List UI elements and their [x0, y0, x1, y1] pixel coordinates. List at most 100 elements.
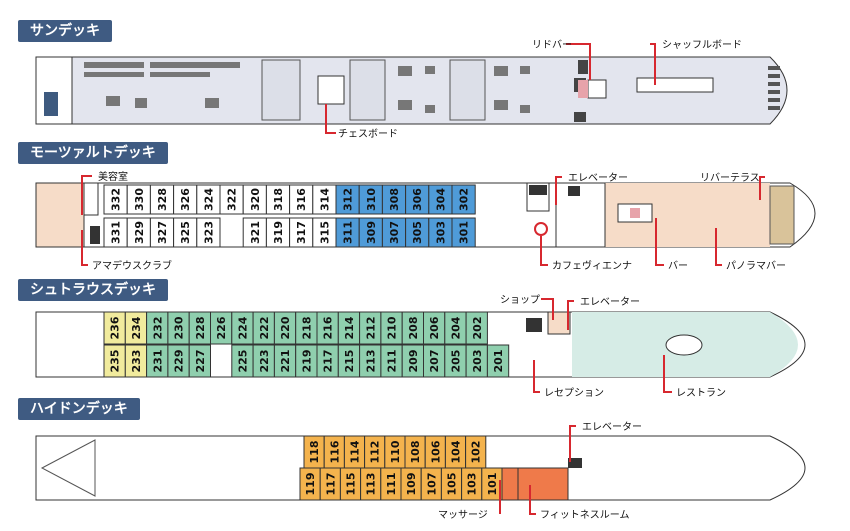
cabin-number: 233 — [130, 350, 143, 373]
cabin-number: 119 — [304, 473, 317, 496]
cabin-number: 217 — [322, 350, 335, 373]
cabin-number: 317 — [295, 221, 308, 244]
cabin-number: 103 — [466, 473, 479, 496]
cabin-number: 111 — [385, 473, 398, 496]
label-shuffleboard: シャッフルボード — [662, 39, 742, 51]
cabin-number: 206 — [428, 316, 441, 339]
cabin-number: 208 — [407, 317, 420, 340]
deck-title-sun: サンデッキ — [18, 20, 112, 42]
cabin-number: 229 — [173, 350, 186, 373]
cabin-number: 215 — [343, 350, 356, 373]
cabin-number: 302 — [458, 188, 471, 211]
label-elevator-mozart: エレベーター — [568, 172, 628, 184]
cabin-number: 320 — [249, 188, 262, 211]
cabin-number: 323 — [202, 221, 215, 244]
cabin-number: 214 — [343, 316, 356, 339]
label-elevator-strauss: エレベーター — [580, 296, 640, 308]
cabin-number: 102 — [470, 441, 483, 464]
cabin-cell — [486, 344, 510, 378]
cabin-number: 327 — [156, 221, 169, 244]
cabin-number: 309 — [365, 221, 378, 244]
deck-title-haydn: ハイドンデッキ — [18, 398, 140, 420]
cabin-cell — [196, 217, 221, 248]
cabin-number: 110 — [389, 440, 402, 463]
label-elevator-haydn: エレベーター — [582, 421, 642, 433]
cabin-number: 325 — [179, 221, 192, 244]
cabin-number: 310 — [365, 188, 378, 211]
cabin-number: 219 — [300, 350, 313, 373]
cabin-number: 322 — [226, 188, 239, 211]
cabin-number: 104 — [450, 440, 463, 463]
cabin-number: 226 — [215, 316, 228, 339]
cabin-number: 329 — [133, 221, 146, 244]
cabin-number: 114 — [349, 440, 362, 463]
cabin-cell — [451, 184, 476, 215]
cabin-number: 218 — [300, 317, 313, 340]
cabin-number: 332 — [110, 188, 123, 211]
cabin-cell — [465, 311, 488, 345]
cabin-number: 235 — [109, 350, 122, 373]
label-reception: レセプション — [544, 387, 604, 399]
cabin-number: 314 — [318, 188, 331, 211]
cabin-number: 306 — [411, 188, 424, 211]
cabin-number: 209 — [407, 350, 420, 373]
cabin-number: 118 — [308, 441, 321, 464]
cabin-number: 105 — [446, 473, 459, 496]
cabin-number: 204 — [449, 316, 462, 339]
cabin-number: 108 — [409, 441, 422, 464]
label-cafe-vienna: カフェヴィエンナ — [552, 259, 632, 272]
cabin-number: 116 — [328, 440, 341, 463]
cabin-number: 101 — [486, 473, 499, 496]
cabin-number: 318 — [272, 188, 285, 211]
cabin-number: 109 — [405, 473, 418, 496]
cabin-number: 307 — [388, 221, 401, 244]
cabin-number: 221 — [279, 350, 292, 373]
cabin-number: 222 — [258, 317, 271, 340]
cabin-number: 202 — [471, 317, 484, 340]
cabin-number: 227 — [194, 350, 207, 373]
label-amadeus-club: アマデウスクラブ — [92, 259, 172, 272]
label-beauty-salon: 美容室 — [98, 170, 128, 183]
cabin-number: 207 — [428, 350, 441, 373]
cabin-number: 311 — [342, 221, 355, 244]
cabin-number: 330 — [133, 188, 146, 211]
cabin-number: 224 — [236, 316, 249, 339]
cabin-number: 201 — [492, 350, 505, 373]
cabin-number: 319 — [272, 221, 285, 244]
cabin-number: 315 — [318, 221, 331, 244]
cabin-number: 216 — [322, 316, 335, 339]
deck-title-mozart: モーツァルトデッキ — [18, 142, 168, 164]
cabin-number: 203 — [471, 350, 484, 373]
cabin-number: 303 — [434, 221, 447, 244]
label-massage: マッサージ — [438, 509, 488, 521]
cabin-number: 236 — [109, 316, 122, 339]
cabin-cell — [451, 217, 476, 248]
cabin-number: 115 — [345, 473, 358, 496]
cabin-number: 223 — [258, 350, 271, 373]
label-fitness-room: フィットネスルーム — [540, 509, 630, 521]
cabin-number: 308 — [388, 188, 401, 211]
cabin-number: 211 — [386, 350, 399, 373]
cabin-number: 301 — [458, 221, 471, 244]
deck-title-strauss: シュトラウスデッキ — [18, 279, 168, 301]
cabin-number: 331 — [110, 221, 123, 244]
cabin-number: 117 — [324, 473, 337, 496]
cabin-number: 213 — [364, 350, 377, 373]
cabin-number: 304 — [434, 188, 447, 211]
cabin-number: 231 — [151, 350, 164, 373]
cabin-number: 234 — [130, 316, 143, 339]
label-lido-bar: リドバー — [532, 39, 572, 51]
cabin-number: 205 — [449, 350, 462, 373]
cabin-number: 321 — [249, 221, 262, 244]
cabin-number: 106 — [429, 440, 442, 463]
cabin-number: 326 — [179, 188, 192, 211]
cabin-number: 113 — [365, 473, 378, 496]
cabin-number: 112 — [369, 441, 382, 464]
cabin-number: 225 — [236, 350, 249, 373]
cabin-number: 228 — [194, 317, 207, 340]
cabin-number: 220 — [279, 316, 292, 339]
cabin-number: 230 — [173, 316, 186, 339]
